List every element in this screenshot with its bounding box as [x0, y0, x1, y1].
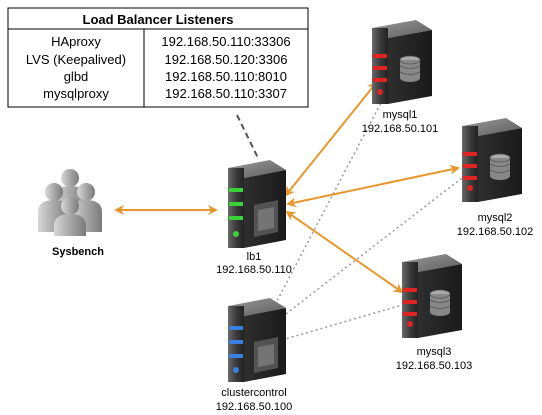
sysbench-label: Sysbench	[52, 246, 104, 258]
mysql1-database-server-icon	[372, 20, 432, 104]
table-row-name: LVS (Keepalived)	[26, 52, 126, 67]
mysql2-ip: 192.168.50.102	[457, 226, 533, 238]
mysql2-database-server-icon	[462, 118, 522, 202]
table-row-name: glbd	[64, 69, 89, 84]
table-row-endpoint: 192.168.50.110:33306	[161, 34, 290, 49]
table-row-name: mysqlproxy	[43, 86, 109, 101]
dotted-link-cc-mysql3	[281, 304, 403, 341]
table-row-endpoint: 192.168.50.110:8010	[165, 69, 287, 84]
mysql3-ip: 192.168.50.103	[396, 360, 472, 372]
dashed-link-table-lb1	[236, 114, 259, 159]
lb1-name: lb1	[247, 251, 262, 263]
clustercontrol-ip: 192.168.50.100	[216, 401, 292, 413]
listener-table: Load Balancer Listeners HAproxy 192.168.…	[7, 7, 309, 108]
clustercontrol-name: clustercontrol	[221, 387, 286, 399]
mysql3-database-server-icon	[402, 254, 462, 338]
lb1-server-icon	[228, 160, 286, 248]
arrow-lb1-mysql2	[286, 164, 460, 208]
lb1-ip: 192.168.50.110	[216, 264, 292, 276]
clustercontrol-server-icon	[228, 298, 286, 382]
table-row-endpoint: 192.168.50.120:3306	[165, 52, 288, 67]
mysql3-name: mysql3	[417, 346, 452, 358]
user-group-icon	[38, 169, 102, 236]
arrow-lb1-mysql3	[285, 210, 404, 294]
mysql1-ip: 192.168.50.101	[362, 123, 438, 135]
mysql1-name: mysql1	[383, 109, 418, 121]
table-row-name: HAproxy	[51, 34, 101, 49]
mysql2-name: mysql2	[478, 212, 513, 224]
connections	[114, 81, 463, 341]
table-title: Load Balancer Listeners	[83, 12, 234, 27]
table-row-endpoint: 192.168.50.110:3307	[165, 86, 287, 101]
